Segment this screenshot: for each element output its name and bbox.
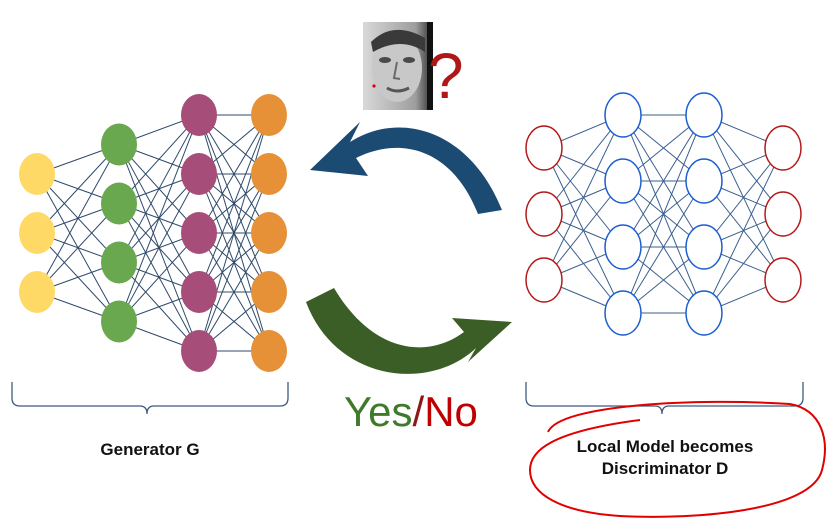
discriminator-label-line1: Local Model becomes xyxy=(576,437,754,456)
discriminator-edge xyxy=(543,180,624,281)
generator-node-layer3 xyxy=(181,94,217,136)
generator-edge xyxy=(118,232,200,322)
generator-node-layer3 xyxy=(181,271,217,313)
question-mark: ? xyxy=(428,40,464,112)
discriminator-network xyxy=(525,92,802,336)
generator-node-layer4 xyxy=(251,212,287,254)
discriminator-edge xyxy=(622,114,705,314)
feedback-label: Yes/No xyxy=(344,388,478,436)
generator-node-layer2 xyxy=(101,123,137,166)
discriminator-node-layer2 xyxy=(604,158,642,204)
generator-edge xyxy=(198,173,270,352)
generator-node-layer4 xyxy=(251,94,287,136)
discriminator-edge xyxy=(703,213,784,314)
discriminator-node-layer2 xyxy=(604,290,642,336)
discriminator-node-layer4 xyxy=(764,191,802,237)
generator-node-layer4 xyxy=(251,153,287,195)
discriminator-label-line2: Discriminator D xyxy=(601,459,729,478)
generator-node-layer3 xyxy=(181,212,217,254)
slash-separator: / xyxy=(412,388,425,435)
discriminator-node-layer1 xyxy=(525,191,563,237)
generator-edge xyxy=(198,114,270,293)
discriminator-edge xyxy=(622,114,705,248)
discriminator-node-layer3 xyxy=(685,224,723,270)
no-label: No xyxy=(424,388,478,435)
generator-edge xyxy=(118,173,200,322)
discriminator-connections xyxy=(543,114,784,314)
generator-node-layer2 xyxy=(101,241,137,284)
generator-edge xyxy=(198,114,270,352)
generator-node-layer2 xyxy=(101,182,137,225)
discriminator-node-layer2 xyxy=(604,92,642,138)
discriminator-node-layer3 xyxy=(685,158,723,204)
generator-node-layer1 xyxy=(19,153,55,195)
discriminator-edge xyxy=(543,114,624,215)
discriminator-brace xyxy=(525,382,804,415)
generator-edge xyxy=(36,203,120,293)
discriminator-label: Local Model becomes Discriminator D xyxy=(540,436,790,480)
discriminator-edge xyxy=(703,147,784,248)
sample-arrow-to-discriminator xyxy=(306,288,512,374)
generator-node-layer4 xyxy=(251,330,287,372)
generator-edge xyxy=(198,114,270,234)
discriminator-edge xyxy=(622,180,705,314)
generator-node-layer3 xyxy=(181,330,217,372)
discriminator-node-layer3 xyxy=(685,290,723,336)
generator-edge xyxy=(36,144,120,293)
yes-label: Yes xyxy=(344,388,413,435)
discriminator-node-layer4 xyxy=(764,125,802,171)
highlight-circle xyxy=(528,400,826,518)
discriminator-node-layer3 xyxy=(685,92,723,138)
generator-brace xyxy=(11,382,289,415)
generator-node-layer1 xyxy=(19,271,55,313)
feedback-arrow-to-generator xyxy=(310,122,502,214)
generator-node-layer3 xyxy=(181,153,217,195)
generator-network xyxy=(19,94,287,372)
generator-node-layer2 xyxy=(101,300,137,343)
generator-edge xyxy=(198,232,270,352)
generator-node-layer1 xyxy=(19,212,55,254)
generator-edge xyxy=(118,114,200,263)
generator-edge xyxy=(118,114,200,322)
generator-connections xyxy=(36,114,270,352)
discriminator-edge xyxy=(543,114,624,281)
discriminator-node-layer4 xyxy=(764,257,802,303)
generator-node-layer4 xyxy=(251,271,287,313)
generator-edge xyxy=(36,144,120,234)
discriminator-edge xyxy=(703,147,784,314)
generator-edge xyxy=(118,114,200,204)
discriminator-node-layer1 xyxy=(525,125,563,171)
discriminator-node-layer1 xyxy=(525,257,563,303)
generated-face-image xyxy=(363,22,433,110)
generator-label: Generator G xyxy=(100,440,200,459)
discriminator-node-layer2 xyxy=(604,224,642,270)
